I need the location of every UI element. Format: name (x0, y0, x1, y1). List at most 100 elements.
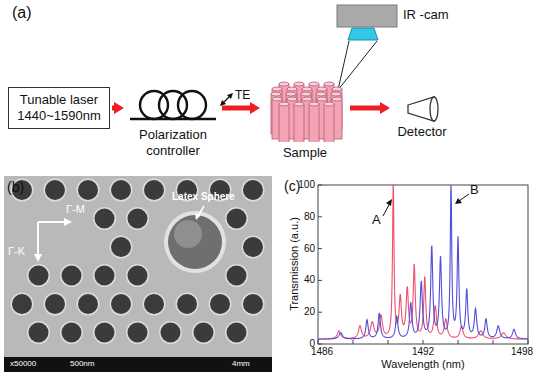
camera-box (337, 5, 397, 27)
hole-rim (27, 321, 50, 344)
pillar-top (324, 102, 334, 106)
air-hole (243, 237, 263, 257)
pillar-top (286, 92, 296, 96)
beam-arrow (350, 102, 390, 114)
latex-sphere (168, 215, 222, 269)
arrowhead (114, 102, 124, 114)
pillar-top (331, 92, 341, 96)
leader-line (459, 194, 469, 201)
tick (318, 344, 322, 345)
arrowhead (250, 102, 260, 114)
arrowhead (64, 218, 72, 226)
beam-arrow (222, 102, 260, 114)
hole-rim (192, 321, 215, 344)
fiber-coil (126, 88, 220, 124)
arrowhead (220, 100, 226, 106)
air-hole (62, 323, 82, 343)
arrowhead (386, 199, 392, 206)
pillar-top (302, 97, 312, 101)
hole-rim (27, 264, 50, 287)
air-hole (227, 266, 247, 286)
detector-window (430, 97, 438, 121)
air-hole (194, 323, 214, 343)
tick-label: 1498 (511, 346, 533, 358)
camera-body (336, 4, 398, 28)
tick-label: 1492 (412, 346, 434, 358)
pillar-top (324, 82, 334, 86)
pillar-top (294, 82, 304, 86)
air-hole (62, 266, 82, 286)
pillar-top (287, 97, 297, 101)
pillar-top (272, 87, 282, 91)
node-label: Detector (392, 124, 452, 140)
air-hole (128, 209, 148, 229)
sample-node: Sample (262, 80, 348, 161)
polarization-label: TE (235, 89, 250, 103)
tick (318, 340, 319, 344)
air-hole (95, 266, 115, 286)
hole-rim (242, 179, 265, 202)
arrowhead (227, 93, 233, 99)
air-hole (95, 323, 115, 343)
sem-info: 500nm (70, 359, 94, 368)
tick-label: 100 (298, 179, 315, 191)
hole-rim (209, 293, 232, 316)
hole-rim (60, 264, 83, 287)
air-hole (29, 266, 49, 286)
beam-arrow (112, 102, 124, 114)
hole-rim (225, 207, 248, 230)
air-hole (95, 209, 115, 229)
pillar-top (279, 82, 289, 86)
hole-rim (159, 321, 182, 344)
air-hole (144, 294, 164, 314)
hole-rim (93, 321, 116, 344)
pillar-top (332, 87, 342, 91)
hole-rim (143, 179, 166, 202)
air-hole (161, 323, 181, 343)
tick (318, 312, 322, 313)
air-hole (111, 180, 131, 200)
hole-rim (242, 293, 265, 316)
pillar-top (309, 102, 319, 106)
pillar-top (302, 87, 312, 91)
blue-spectrum (318, 185, 528, 339)
panel-label: (b) (7, 179, 24, 195)
det-node: Detector (392, 94, 452, 140)
hole-rim (225, 264, 248, 287)
fiber (130, 118, 216, 120)
air-hole (111, 294, 131, 314)
info-bar (4, 357, 272, 372)
air-hole (243, 294, 263, 314)
sem-info: x50000 (10, 359, 36, 368)
air-hole (45, 180, 65, 200)
tick-label: 60 (304, 243, 315, 255)
pillar-top (317, 87, 327, 91)
cam-node: IR -cam (336, 4, 451, 28)
tick (318, 280, 322, 281)
air-hole (12, 294, 32, 314)
air-holes (11, 179, 265, 345)
pillar-top (316, 92, 326, 96)
pillar-top (272, 97, 282, 101)
node-label: Tunable laser 1440~1590nm (12, 92, 106, 123)
hole-rim (143, 293, 166, 316)
panel-label: (a) (12, 4, 32, 22)
pillar (324, 104, 334, 142)
laser-box: Tunable laser 1440~1590nm (8, 87, 110, 128)
direction-arrow (38, 221, 66, 223)
sphere-shade (174, 220, 202, 248)
axis-title: Wavelength (nm) (381, 358, 464, 371)
air-hole (78, 294, 98, 314)
sem-image (4, 176, 272, 372)
tick (318, 248, 322, 249)
hole-rim (110, 293, 133, 316)
arrowhead (195, 213, 201, 220)
tick-label: 1486 (311, 346, 333, 358)
peak-label: A (372, 213, 381, 228)
hole-rim (77, 293, 100, 316)
hole-rim (44, 293, 67, 316)
hole-rim (126, 321, 149, 344)
